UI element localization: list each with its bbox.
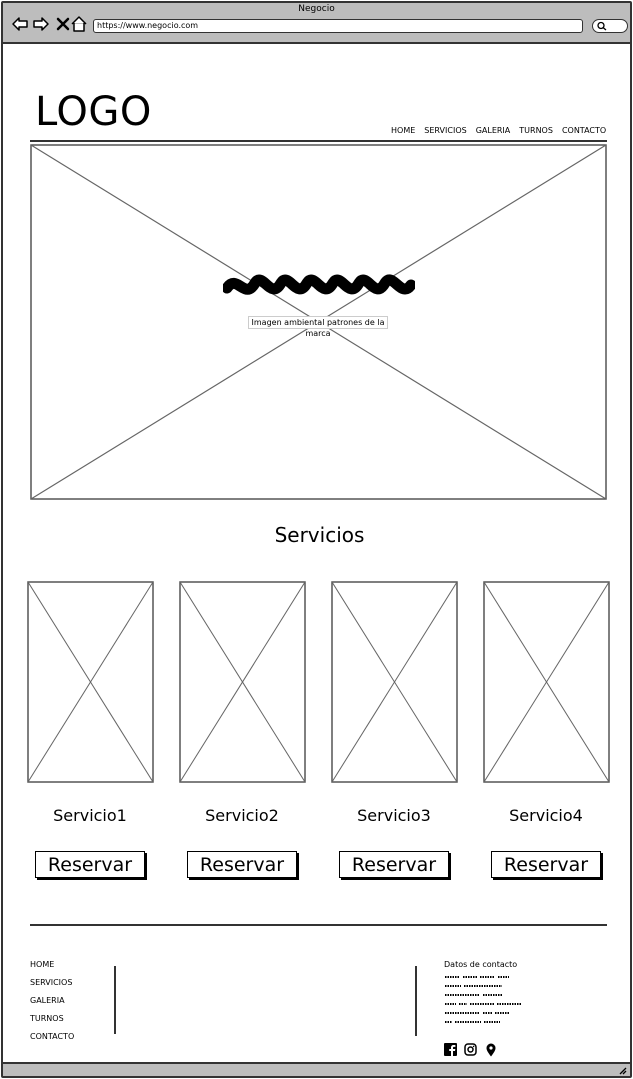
search-box[interactable] — [592, 19, 628, 33]
instagram-icon[interactable] — [464, 1043, 477, 1056]
service-name-3: Servicio3 — [357, 806, 431, 825]
close-icon[interactable] — [54, 15, 72, 33]
back-arrow-icon[interactable] — [11, 15, 29, 33]
url-bar[interactable]: https://www.negocio.com — [93, 19, 583, 33]
location-pin-icon[interactable] — [485, 1043, 497, 1057]
header-divider — [30, 140, 607, 142]
service-image-4 — [483, 581, 610, 783]
service-image-3 — [331, 581, 458, 783]
services-title: Servicios — [274, 523, 365, 547]
status-bar — [3, 1062, 630, 1076]
forward-arrow-icon[interactable] — [32, 15, 50, 33]
footer-nav-contacto[interactable]: CONTACTO — [30, 1032, 75, 1041]
service-name-1: Servicio1 — [53, 806, 127, 825]
reserve-button-1[interactable]: Reservar — [35, 851, 145, 878]
hero-caption: Imagen ambiental patrones de la marca — [248, 316, 388, 338]
footer-nav-home[interactable]: HOME — [30, 960, 55, 969]
footer-nav-turnos[interactable]: TURNOS — [30, 1014, 64, 1023]
footer-nav-servicios[interactable]: SERVICIOS — [30, 978, 73, 987]
browser-chrome: Negocio https://www.negocio.com — [3, 3, 630, 44]
reserve-button-2[interactable]: Reservar — [187, 851, 297, 878]
nav-item-home[interactable]: HOME — [391, 126, 416, 135]
footer-nav: HOME SERVICIOS GALERIA TURNOS CONTACTO — [30, 960, 74, 1041]
facebook-icon[interactable] — [444, 1043, 457, 1056]
contact-title: Datos de contacto — [444, 960, 518, 969]
footer-separator-left — [114, 966, 116, 1034]
service-image-1 — [27, 581, 154, 783]
footer-nav-galeria[interactable]: GALERIA — [30, 996, 65, 1005]
nav-item-galeria[interactable]: GALERIA — [475, 126, 511, 135]
reserve-button-4[interactable]: Reservar — [491, 851, 601, 878]
search-icon — [597, 21, 607, 31]
service-image-2 — [179, 581, 306, 783]
nav-item-turnos[interactable]: TURNOS — [519, 126, 553, 135]
window-title: Negocio — [298, 4, 335, 14]
nav-item-contacto[interactable]: CONTACTO — [561, 126, 607, 135]
top-nav: HOME SERVICIOS GALERIA TURNOS CONTACTO — [391, 126, 606, 135]
contact-details-scribble — [445, 976, 522, 1023]
hero-headline-scribble — [223, 274, 415, 295]
footer-divider — [30, 924, 607, 926]
home-icon[interactable] — [70, 15, 88, 33]
nav-item-servicios[interactable]: SERVICIOS — [424, 126, 467, 135]
reserve-button-3[interactable]: Reservar — [339, 851, 449, 878]
footer-separator-right — [415, 966, 417, 1036]
resize-handle-icon[interactable] — [617, 1065, 627, 1075]
service-name-4: Servicio4 — [509, 806, 583, 825]
logo[interactable]: LOGO — [35, 89, 152, 135]
service-name-2: Servicio2 — [205, 806, 279, 825]
